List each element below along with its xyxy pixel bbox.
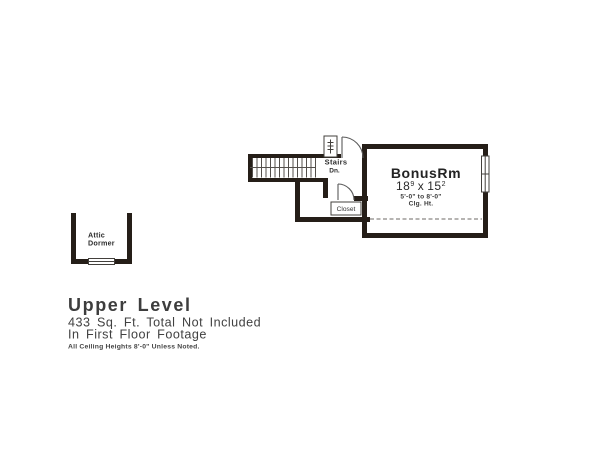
bonus-room-left-wall: [362, 144, 367, 238]
alcove-left-wall: [295, 180, 300, 222]
doors: [337, 136, 364, 201]
bonus-room-name: BonusRm: [391, 165, 461, 181]
attic-access-ladder-icon: [327, 139, 334, 154]
closet-label: Closet: [337, 206, 356, 213]
attic-access-hatch-icon: [323, 135, 338, 158]
stairs-label: Stairs: [325, 158, 348, 167]
stair-top-wall: [248, 154, 341, 158]
title-subtitle-line1: 433 Sq. Ft. Total Not Included: [68, 316, 261, 330]
bonus-room-ceiling-note-2: Clg. Ht.: [409, 201, 434, 208]
dormer-left-wall: [71, 213, 76, 264]
bonus-room-top-wall: [362, 144, 488, 149]
bonus-room-window-mullion: [481, 156, 489, 192]
closet-bottom-wall: [295, 217, 370, 222]
closet-left-wall: [323, 180, 328, 198]
bonus-room-ceiling-note-1: 5'-0" to 8'-0": [400, 194, 441, 201]
bonus-room-bottom-wall: [362, 233, 488, 238]
title-subtitle-line2: In First Floor Footage: [68, 328, 207, 342]
dormer-right-wall: [127, 213, 132, 264]
title-block: Upper Level 433 Sq. Ft. Total Not Includ…: [68, 295, 261, 351]
ceiling-height-note: All Ceiling Heights 8'-0" Unless Noted.: [68, 344, 200, 351]
bonus-room-door-arc: [341, 136, 364, 159]
attic-dormer-outline: [71, 213, 132, 265]
stair-bottom-wall: [248, 178, 328, 182]
page-title: Upper Level: [68, 295, 192, 315]
closet-label-box: [330, 201, 362, 216]
closet-label-group: Closet: [330, 201, 362, 216]
closet-door-arc: [337, 183, 355, 201]
staircase: [250, 158, 316, 178]
closet-top-wall-stub: [354, 196, 368, 201]
attic-dormer-label-line1: Attic: [88, 231, 105, 240]
stairs-direction-label: Dn.: [329, 168, 340, 175]
attic-dormer-label-line2: Dormer: [88, 239, 115, 248]
